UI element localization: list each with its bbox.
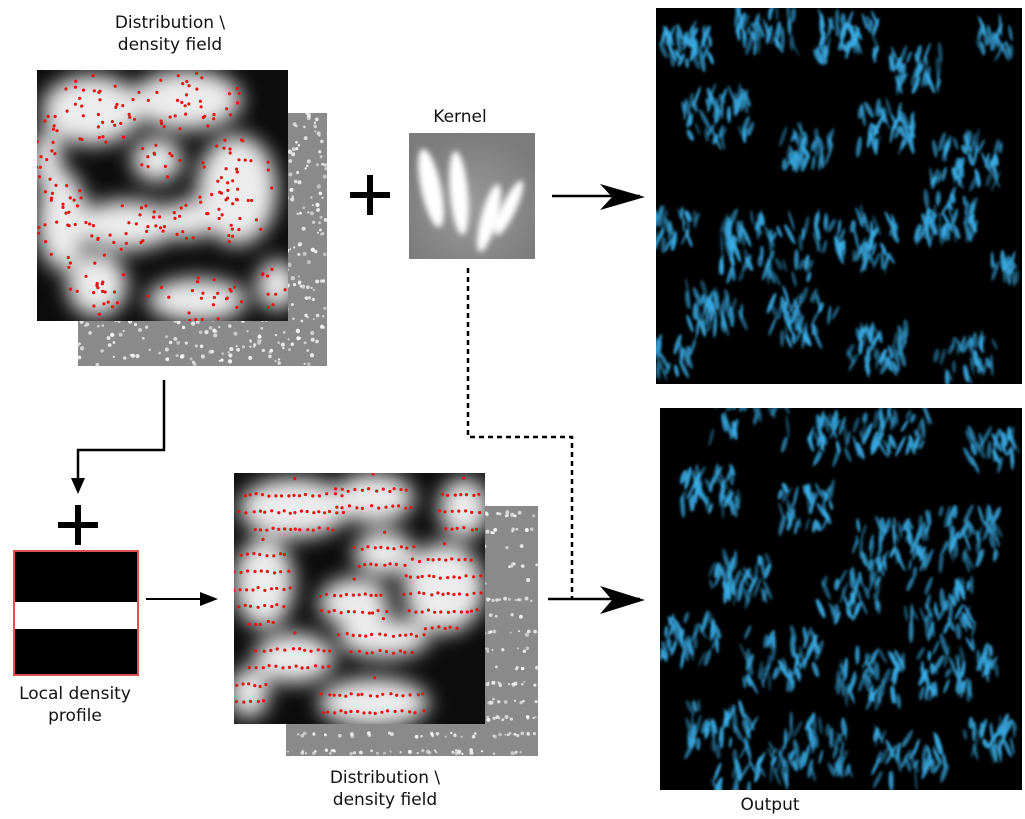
top-field-label-line2: density field xyxy=(117,35,223,55)
top-output-image xyxy=(656,8,1022,384)
bottom-density-field xyxy=(234,473,485,724)
bottom-field-label-line2: density field xyxy=(332,790,438,810)
top-field-label-line1: Distribution \ xyxy=(114,13,226,33)
profile-band xyxy=(15,602,137,629)
output-label: Output xyxy=(740,795,800,815)
top-density-field xyxy=(37,70,288,321)
plus-icon xyxy=(58,505,98,545)
bottom-output-image xyxy=(660,408,1022,790)
top-field-label: Distribution \ density field xyxy=(80,12,260,56)
arrow-right-icon xyxy=(600,184,645,210)
kernel-label: Kernel xyxy=(433,107,487,127)
bottom-field-label-line1: Distribution \ xyxy=(329,768,441,788)
bottom-field-label: Distribution \ density field xyxy=(295,767,475,811)
elbow-connector-icon xyxy=(76,380,166,490)
profile-label-line2: profile xyxy=(48,706,102,726)
local-density-profile-image xyxy=(13,550,139,676)
kernel-image xyxy=(409,133,535,259)
profile-label-line1: Local density xyxy=(19,684,131,704)
profile-label: Local density profile xyxy=(0,683,150,727)
dashed-connector-icon xyxy=(466,268,574,598)
plus-icon xyxy=(350,175,390,215)
